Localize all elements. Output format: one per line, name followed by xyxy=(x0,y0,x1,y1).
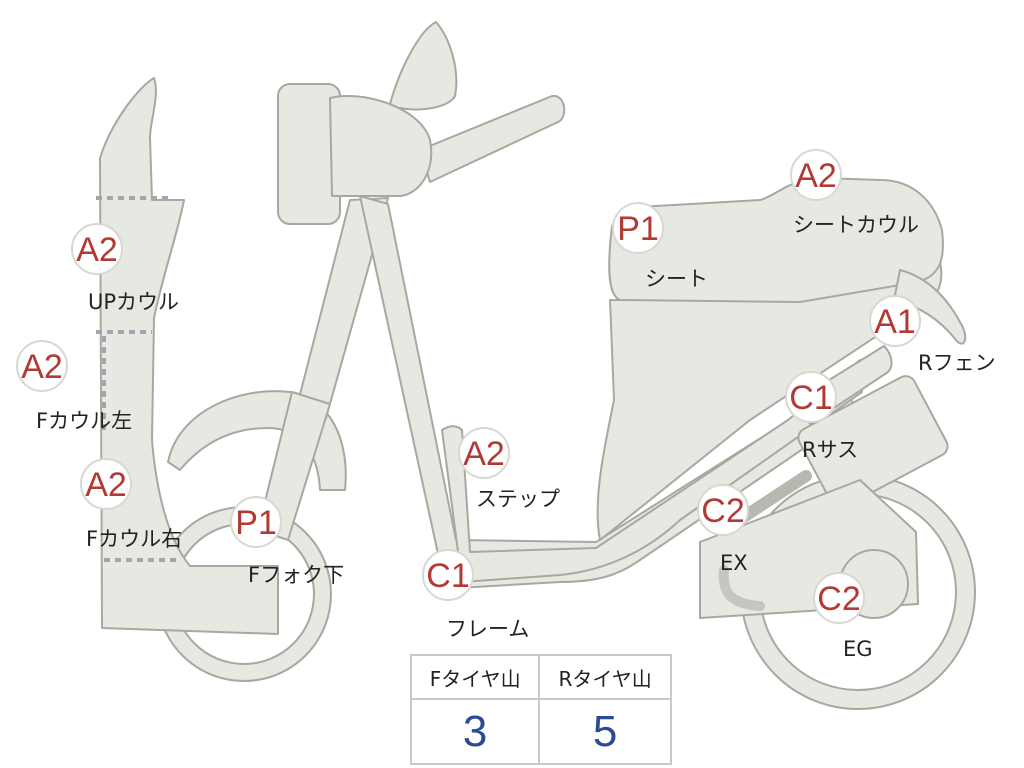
engine-label: EG xyxy=(843,637,873,661)
meter-cowl-shape xyxy=(329,94,433,197)
exhaust-badge-circle xyxy=(697,484,749,536)
f-fork-lower-grade-text: P1 xyxy=(235,504,277,542)
rear-body-shape xyxy=(596,261,943,541)
up-cowl-grade-text: A2 xyxy=(76,231,118,269)
exhaust-grade-text: C2 xyxy=(701,492,744,530)
r-suspension-badge-circle xyxy=(785,371,837,423)
air-cleaner-shape xyxy=(797,375,949,509)
tire-table-value-row: 3 5 xyxy=(409,698,672,765)
up-cowl-grade-badge: A2 xyxy=(71,223,123,275)
seat-shape xyxy=(608,177,944,303)
r-suspension-grade-badge: C1 xyxy=(785,371,837,423)
r-fender-label: Rフェン xyxy=(918,351,996,375)
cowl-divider-shape xyxy=(96,196,180,562)
windshield-shape xyxy=(387,21,458,113)
engine-grade-badge: C2 xyxy=(813,572,865,624)
f-cowl-right-label: Fカウル右 xyxy=(86,527,182,551)
exhaust-grade-badge: C2 xyxy=(697,484,749,536)
engine-grade-text: C2 xyxy=(817,580,860,618)
r-suspension-grade-text: C1 xyxy=(789,379,832,417)
frame-grade-text: C1 xyxy=(426,557,469,595)
front-cowl-shape xyxy=(99,77,279,635)
step-grade-text: A2 xyxy=(463,435,505,473)
seat-cowl-label: シートカウル xyxy=(793,213,919,237)
rear-tire-header: Rタイヤ山 xyxy=(538,654,672,700)
seat-label: シート xyxy=(645,267,708,291)
front-tire-header: Fタイヤ山 xyxy=(409,654,541,700)
f-cowl-left-grade-badge: A2 xyxy=(16,340,68,392)
rear-fender-shape xyxy=(893,269,967,345)
up-cowl-badge-circle xyxy=(71,223,123,275)
frame-grade-badge: C1 xyxy=(422,549,474,601)
engine-badge-circle xyxy=(813,572,865,624)
seat-grade-badge: P1 xyxy=(612,202,664,254)
handlebar-shape xyxy=(419,94,566,183)
r-fender-badge-circle xyxy=(869,295,921,347)
seat-cowl-grade-text: A2 xyxy=(795,157,837,195)
f-fork-lower-badge-circle xyxy=(230,496,282,548)
rear-tire-value: 5 xyxy=(538,698,672,765)
frame-label: フレーム xyxy=(446,617,529,641)
f-fork-lower-grade-badge: P1 xyxy=(230,496,282,548)
seat-badge-circle xyxy=(612,202,664,254)
seat-grade-text: P1 xyxy=(617,210,659,248)
step-badge-circle xyxy=(458,427,510,479)
exhaust-label: EX xyxy=(720,551,748,575)
f-cowl-left-label: Fカウル左 xyxy=(36,409,132,433)
exhaust-end-shape xyxy=(718,565,765,611)
f-fork-lower-label: Fフォク下 xyxy=(248,563,344,587)
step-label: ステップ xyxy=(476,487,560,511)
f-cowl-left-grade-text: A2 xyxy=(21,348,63,386)
seat-cowl-grade-badge: A2 xyxy=(790,149,842,201)
tire-table-header-row: Fタイヤ山 Rタイヤ山 xyxy=(409,654,672,700)
f-cowl-right-grade-text: A2 xyxy=(85,466,127,504)
r-fender-grade-badge: A1 xyxy=(869,295,921,347)
up-cowl-label: UPカウル xyxy=(88,290,179,314)
r-fender-grade-text: A1 xyxy=(874,303,916,341)
front-tire-value: 3 xyxy=(409,698,541,765)
tire-tread-table: Fタイヤ山 Rタイヤ山 3 5 xyxy=(409,654,672,765)
r-suspension-label: Rサス xyxy=(802,438,858,462)
step-grade-badge: A2 xyxy=(458,427,510,479)
f-cowl-right-grade-badge: A2 xyxy=(80,458,132,510)
f-cowl-left-badge-circle xyxy=(16,340,68,392)
step-floor-shape xyxy=(441,359,863,583)
f-cowl-right-badge-circle xyxy=(80,458,132,510)
fork-lower-shape xyxy=(257,391,331,541)
seat-cowl-badge-circle xyxy=(790,149,842,201)
frame-badge-circle xyxy=(422,549,474,601)
